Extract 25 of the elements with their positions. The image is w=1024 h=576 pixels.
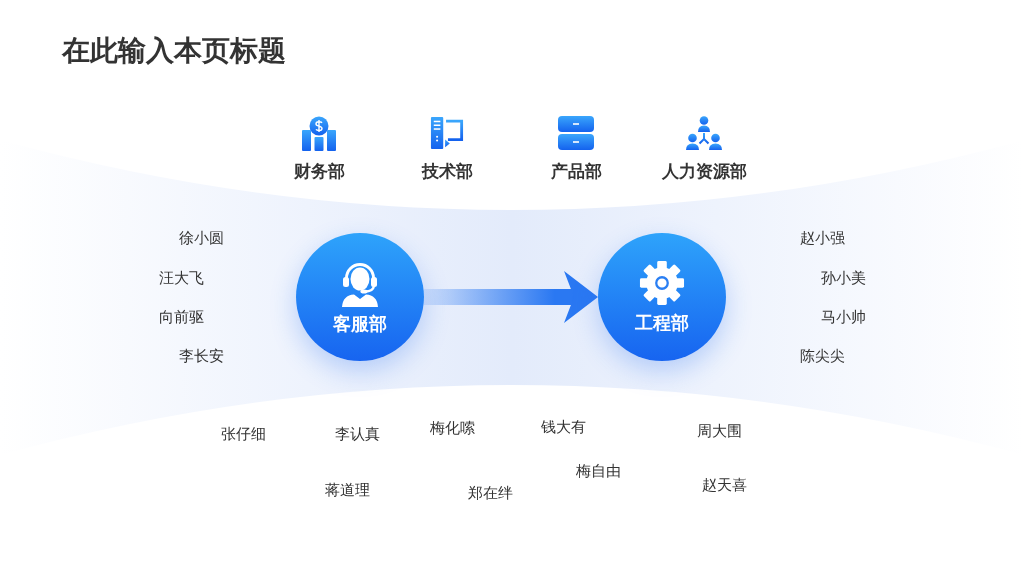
person-name: 李长安: [179, 346, 224, 366]
person-name: 钱大有: [541, 417, 586, 437]
person-name: 汪大飞: [159, 268, 204, 288]
arrow: [424, 271, 598, 323]
department-label: 产品部: [550, 160, 602, 182]
person-name: 梅自由: [576, 461, 621, 481]
department-label: 技术部: [421, 160, 473, 182]
person-name: 周大围: [697, 421, 742, 441]
department-label: 人力资源部: [661, 160, 747, 182]
person-name: 孙小美: [821, 268, 866, 288]
person-name: 马小帅: [821, 307, 866, 327]
department-label: 财务部: [293, 160, 345, 182]
person-name: 郑在绊: [468, 483, 513, 503]
person-name: 赵天喜: [702, 475, 747, 495]
person-name: 张仔细: [221, 424, 266, 444]
person-name: 陈尖尖: [800, 346, 845, 366]
person-name: 赵小强: [800, 228, 845, 248]
node-label: 工程部: [635, 312, 689, 334]
person-name: 向前驱: [159, 307, 204, 327]
node-label: 客服部: [333, 313, 387, 335]
page-title: 在此输入本页标题: [62, 33, 286, 69]
person-name: 李认真: [335, 424, 380, 444]
person-name: 蒋道理: [325, 480, 370, 500]
person-name: 梅化嗦: [430, 418, 475, 438]
person-name: 徐小圆: [179, 228, 224, 248]
